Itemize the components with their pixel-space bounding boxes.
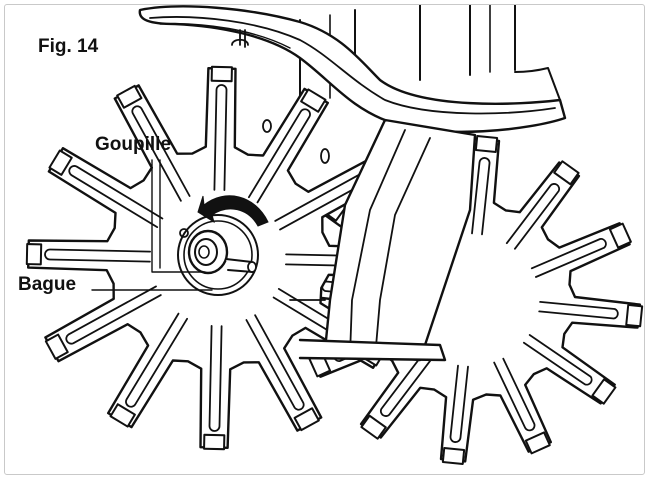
- tine-slot: [125, 312, 188, 408]
- tine-blade-tip: [591, 378, 617, 405]
- figure-frame: [4, 4, 645, 475]
- tine-slot: [530, 238, 607, 278]
- tine-slot: [65, 285, 162, 345]
- tine-blade-tip: [441, 447, 466, 465]
- hub-assembly: [177, 214, 259, 296]
- tine-blade-tip: [116, 84, 143, 109]
- label-ring: Bague: [18, 274, 77, 295]
- tine-slot: [379, 350, 435, 417]
- tine-blade-tip: [203, 433, 226, 451]
- tine-slot: [523, 334, 593, 386]
- tine-blade-tip: [109, 403, 136, 428]
- tine-slot: [449, 364, 469, 443]
- rotation-arrow-icon: [197, 195, 269, 227]
- tine-slot: [208, 325, 223, 432]
- tine-blade-tip: [44, 333, 69, 360]
- tine-blade-tip: [608, 222, 632, 249]
- wheel-holes: [262, 119, 330, 164]
- figure-title: Fig. 14: [38, 36, 99, 57]
- label-pin: Goupille: [95, 134, 171, 155]
- tine-slot: [493, 357, 536, 432]
- tine-blade-tip: [48, 149, 73, 176]
- tine-slot: [538, 301, 619, 320]
- tine-slot: [505, 183, 561, 250]
- tine-slot: [471, 157, 491, 236]
- tine-slot: [131, 105, 191, 202]
- tine-slot: [245, 314, 305, 411]
- tine-blade-tip: [293, 407, 320, 432]
- tine-blade-tip: [553, 160, 580, 186]
- tine-slot: [44, 248, 151, 263]
- tine-blade-tip: [210, 65, 233, 83]
- tine-slot: [248, 108, 311, 204]
- shield-cover: [138, 5, 567, 133]
- tine-blade-tip: [25, 243, 43, 266]
- tine-blade-tip: [474, 135, 499, 153]
- tine-slot: [213, 84, 228, 191]
- tine-blade-tip: [524, 431, 551, 455]
- tine-blade-tip: [625, 303, 644, 328]
- tine-blade-tip: [360, 414, 387, 440]
- leader-lines: [91, 159, 213, 291]
- tine-blade-tip: [300, 88, 327, 113]
- support-arm: [289, 118, 477, 362]
- tine-slot: [68, 165, 164, 228]
